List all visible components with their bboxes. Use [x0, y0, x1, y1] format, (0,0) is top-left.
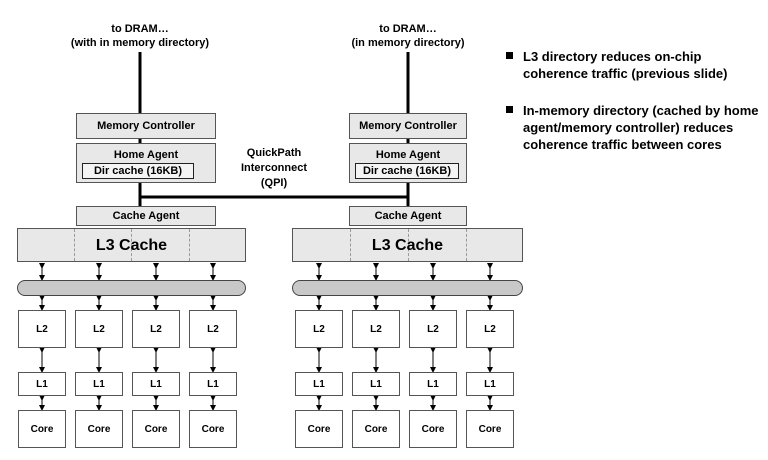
core: Core — [75, 410, 123, 448]
l2-cache: L2 — [189, 310, 237, 348]
l1-cache: L1 — [295, 372, 343, 396]
home-agent-label: Home Agent — [375, 149, 441, 161]
home-agent-label: Home Agent — [113, 149, 179, 161]
l1-cache: L1 — [18, 372, 66, 396]
l3-cache-left: L3 Cache — [17, 228, 246, 262]
bullet-marker — [506, 52, 513, 59]
dir-cache-left: Dir cache (16KB) — [82, 163, 194, 179]
dir-cache-right: Dir cache (16KB) — [355, 163, 459, 179]
core: Core — [409, 410, 457, 448]
l1-cache: L1 — [352, 372, 400, 396]
dram-label-right: to DRAM… (in memory directory) — [351, 23, 465, 49]
l1-cache: L1 — [409, 372, 457, 396]
core: Core — [132, 410, 180, 448]
qpi-label: QuickPath Interconnect (QPI) — [240, 147, 307, 189]
ring-interconnect-right — [292, 280, 523, 296]
memory-controller-right: Memory Controller — [349, 113, 467, 139]
l2-cache: L2 — [132, 310, 180, 348]
l1-cache: L1 — [132, 372, 180, 396]
cache-agent-right: Cache Agent — [349, 206, 467, 226]
core: Core — [18, 410, 66, 448]
l2-cache: L2 — [409, 310, 457, 348]
l1-cache: L1 — [189, 372, 237, 396]
bullet-item: L3 directory reduces on-chip coherence t… — [506, 48, 768, 82]
l2-cache: L2 — [18, 310, 66, 348]
l3-cache-label: L3 Cache — [95, 237, 168, 254]
bullet-marker — [506, 106, 513, 113]
home-agent-right: Home Agent Dir cache (16KB) — [349, 143, 467, 183]
l3-cache-label: L3 Cache — [371, 237, 444, 254]
l2-cache: L2 — [352, 310, 400, 348]
ring-interconnect-left — [17, 280, 246, 296]
dram-label-left: to DRAM… (with in memory directory) — [70, 23, 210, 49]
l3-cache-right: L3 Cache — [292, 228, 523, 262]
l2-cache: L2 — [466, 310, 514, 348]
l2-cache: L2 — [295, 310, 343, 348]
core: Core — [295, 410, 343, 448]
l1-cache: L1 — [466, 372, 514, 396]
cache-agent-left: Cache Agent — [76, 206, 216, 226]
core: Core — [466, 410, 514, 448]
bullet-list: L3 directory reduces on-chip coherence t… — [506, 48, 768, 173]
l2-cache: L2 — [75, 310, 123, 348]
l1-cache: L1 — [75, 372, 123, 396]
bullet-item: In-memory directory (cached by home agen… — [506, 102, 768, 153]
core: Core — [352, 410, 400, 448]
memory-controller-left: Memory Controller — [76, 113, 216, 139]
core: Core — [189, 410, 237, 448]
home-agent-left: Home Agent Dir cache (16KB) — [76, 143, 216, 183]
